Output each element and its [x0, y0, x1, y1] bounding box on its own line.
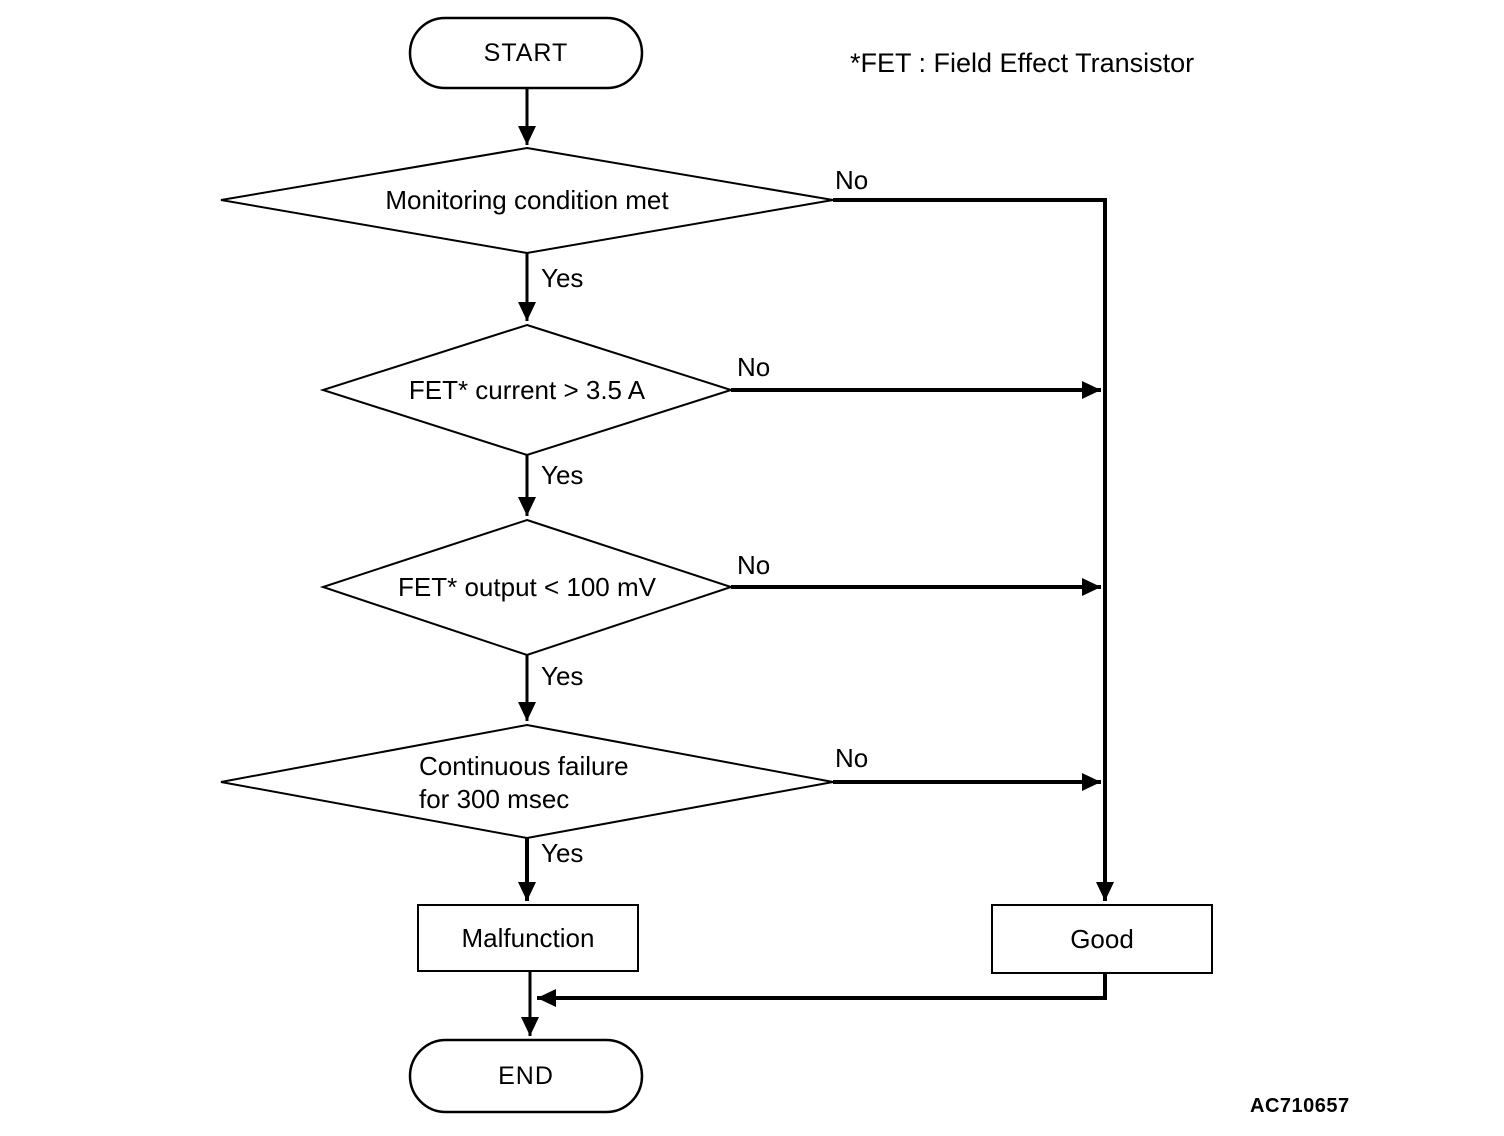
- decision-failure-label-line2: for 300 msec: [419, 784, 570, 814]
- edge-yes3-label: Yes: [541, 661, 584, 691]
- malfunction-node-shape: [417, 904, 639, 972]
- edge-no4-label: No: [835, 743, 869, 773]
- malfunction-node-label: Malfunction: [461, 923, 595, 953]
- edge-good-to-join: [537, 973, 1107, 1007]
- edge-no1-line: [833, 198, 1114, 901]
- good-node-label: Good: [1070, 924, 1134, 954]
- good-node-shape: [991, 904, 1213, 974]
- decision-failure-label-line1: Continuous failure: [419, 751, 629, 781]
- fet-footnote: *FET : Field Effect Transistor: [850, 48, 1195, 78]
- edge-no3-label: No: [737, 550, 771, 580]
- edge-yes2-label: Yes: [541, 460, 584, 490]
- decision-current-label: FET* current > 3.5 A: [408, 375, 646, 405]
- decision-monitoring-label: Monitoring condition met: [385, 185, 669, 215]
- edge-no1-label: No: [835, 165, 869, 195]
- edge-yes4-label: Yes: [541, 838, 584, 868]
- decision-failure-shape: [220, 723, 834, 840]
- figure-code: AC710657: [1250, 1095, 1350, 1117]
- end-node-label: END: [498, 1062, 554, 1090]
- edge-yes1-label: Yes: [541, 263, 584, 293]
- start-node-label: START: [483, 39, 569, 67]
- decision-output-label: FET* output < 100 mV: [398, 572, 656, 602]
- edge-no2-label: No: [737, 352, 771, 382]
- end-node-shape: [408, 1038, 644, 1114]
